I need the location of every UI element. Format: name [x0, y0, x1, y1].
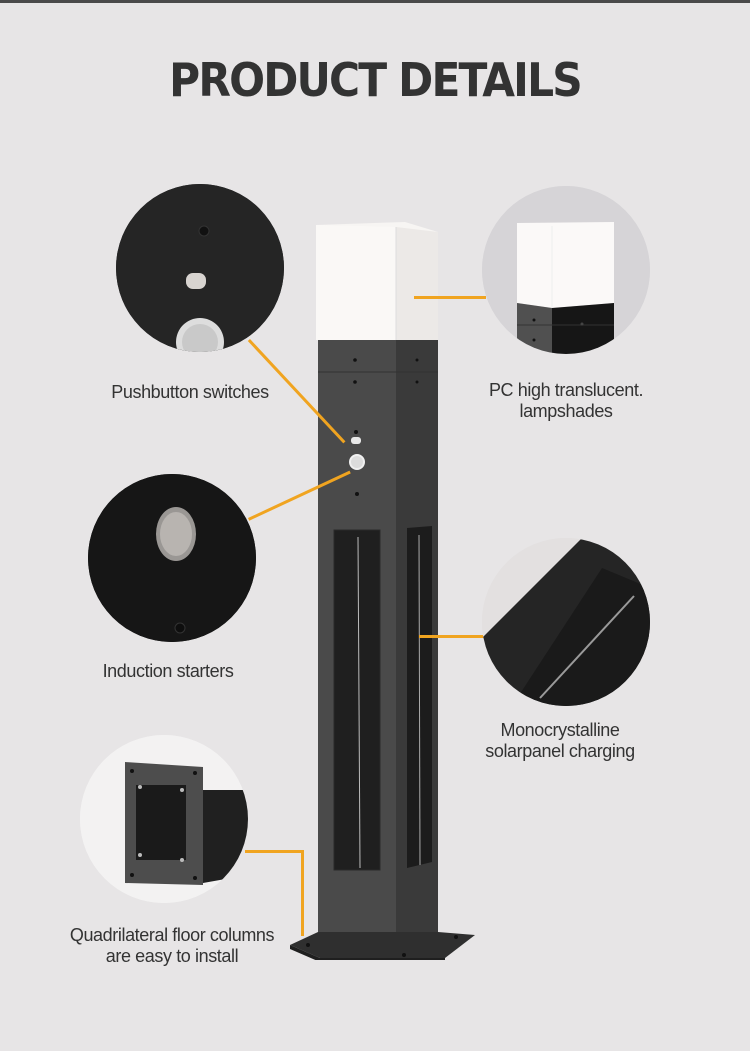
solar-panel-icon: [482, 538, 650, 706]
mounting-base-icon: [80, 735, 248, 903]
leader-line-base-vertical: [301, 850, 304, 936]
label-solar-line2: solarpanel charging: [485, 741, 635, 761]
label-lampshade: PC high translucent. lampshades: [466, 380, 666, 422]
top-border: [0, 0, 750, 3]
pushbutton-icon: [116, 184, 284, 352]
label-base: Quadrilateral floor columns are easy to …: [42, 925, 302, 967]
label-lampshade-line1: PC high translucent.: [488, 380, 644, 400]
label-base-line2: are easy to install: [105, 946, 239, 966]
base-closeup: [80, 735, 248, 903]
label-lampshade-line2: lampshades: [519, 401, 613, 421]
page-title: PRODUCT DETAILS: [169, 53, 583, 107]
leader-line-solar: [419, 635, 484, 638]
label-induction: Induction starters: [102, 661, 234, 681]
label-base-line1: Quadrilateral floor columns: [69, 925, 275, 945]
label-pushbutton: Pushbutton switches: [111, 382, 269, 402]
lampshade-icon: [482, 186, 650, 354]
pushbutton-closeup: [116, 184, 284, 352]
leader-line-lampshade: [414, 296, 486, 299]
induction-closeup: [88, 474, 256, 642]
pir-sensor-icon: [88, 474, 256, 642]
lamp-post-image: [288, 210, 488, 960]
leader-line-base-horizontal: [245, 850, 304, 853]
label-solar: Monocrystalline solarpanel charging: [460, 720, 660, 762]
lampshade-closeup: [482, 186, 650, 354]
label-solar-line1: Monocrystalline: [500, 720, 620, 740]
lamp-post-illustration: [290, 222, 475, 960]
solar-closeup: [482, 538, 650, 706]
